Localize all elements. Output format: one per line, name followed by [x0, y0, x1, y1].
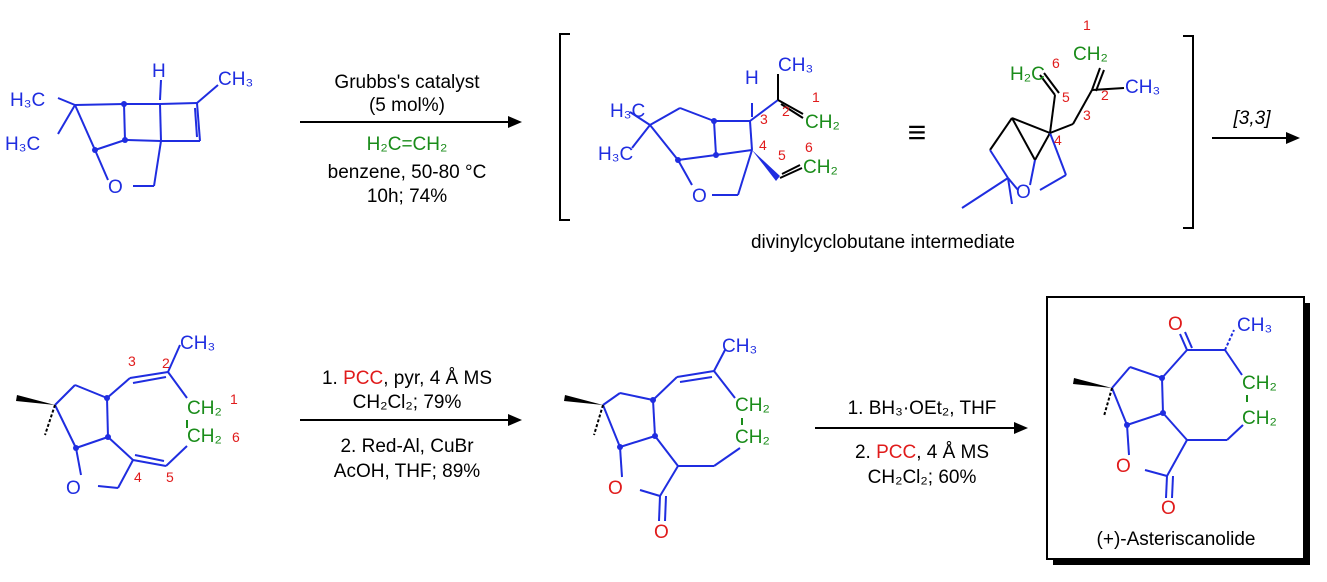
atom-ch2: CH₂	[805, 112, 840, 133]
intermediate-3d-conformer: O H₂C CH₂ CH₃ 1 2 3 4 5 6	[961, 17, 1160, 209]
atom-h3c: H₃C	[5, 134, 40, 155]
atom-o: O	[654, 522, 669, 543]
starting-material: H CH₃ H₃C H₃C O	[5, 61, 253, 198]
atom-h: H	[745, 68, 759, 89]
step2-rearrangement: [3,3]	[1212, 108, 1300, 144]
step3-line1-num: 1.	[322, 368, 343, 389]
atom-number-5: 5	[778, 147, 786, 163]
atom-number-2: 2	[1101, 87, 1109, 103]
step1-conditions: Grubbs's catalyst (5 mol%) H₂C=CH₂ benze…	[300, 72, 522, 207]
atom-number-1: 1	[230, 391, 238, 407]
atom-number-1: 1	[1083, 17, 1091, 33]
step3-line1-rest: , pyr, 4 Å MS	[383, 368, 492, 389]
atom-number-1: 1	[812, 89, 820, 105]
step3-line4: AcOH, THF; 89%	[334, 461, 481, 482]
atom-number-6: 6	[805, 139, 813, 155]
asteriscanolide: O CH₃ CH₂ CH₂ O O (+)-Asteriscanolide	[1073, 314, 1277, 550]
atom-h: H	[152, 61, 166, 82]
atom-ch2: CH₂	[1242, 408, 1277, 429]
atom-o: O	[1016, 182, 1031, 203]
step3-line2: CH₂Cl₂; 79%	[353, 392, 462, 413]
step4-line2-num: 2.	[855, 442, 876, 463]
atom-number-4: 4	[134, 469, 142, 485]
atom-o: O	[1116, 456, 1131, 477]
atom-ch2: CH₂	[1073, 44, 1108, 65]
atom-number-3: 3	[128, 353, 136, 369]
atom-o: O	[1161, 498, 1176, 519]
atom-ch2: CH₂	[803, 157, 838, 178]
lactone-intermediate: CH₃ CH₂ CH₂ O O	[564, 336, 770, 543]
atom-ch3: CH₃	[778, 55, 813, 76]
reagent-loading: (5 mol%)	[369, 95, 445, 116]
product-name: (+)-Asteriscanolide	[1097, 529, 1256, 550]
atom-ch3: CH₃	[722, 336, 757, 357]
atom-ch2: CH₂	[1242, 373, 1277, 394]
atom-ch2: CH₂	[735, 427, 770, 448]
divinylcyclobutane-intermediate: H H₃C H₃C O CH₃ CH₂ CH₂ 1 2 3 4 5 6	[598, 55, 840, 207]
atom-ch3: CH₃	[1237, 315, 1272, 336]
atom-number-6: 6	[1052, 55, 1060, 71]
reagent-grubbs: Grubbs's catalyst	[334, 72, 480, 93]
atom-o: O	[692, 186, 707, 207]
step3-conditions: 1. PCC, pyr, 4 Å MS CH₂Cl₂; 79% 2. Red-A…	[300, 368, 522, 482]
atom-number-3: 3	[1083, 107, 1091, 123]
atom-ch2: CH₂	[735, 395, 770, 416]
atom-number-4: 4	[759, 137, 767, 153]
atom-o: O	[108, 177, 123, 198]
atom-h3c: H₃C	[598, 144, 633, 165]
atom-number-3: 3	[760, 111, 768, 127]
condition-solvent: benzene, 50-80 °C	[328, 162, 487, 183]
atom-ch3: CH₃	[218, 69, 253, 90]
atom-ch3: CH₃	[1125, 77, 1160, 98]
atom-number-5: 5	[1062, 89, 1070, 105]
step4-line3: CH₂Cl₂; 60%	[868, 467, 977, 488]
atom-number-2: 2	[162, 355, 170, 371]
atom-number-2: 2	[782, 103, 790, 119]
reagent-pcc: PCC	[876, 442, 916, 463]
step4-line2-rest: , 4 Å MS	[916, 442, 989, 463]
condition-yield: 10h; 74%	[367, 186, 447, 207]
atom-o: O	[1168, 314, 1183, 335]
step4-conditions: 1. BH₃·OEt₂, THF 2. PCC, 4 Å MS CH₂Cl₂; …	[815, 398, 1028, 488]
step3-line3: 2. Red-Al, CuBr	[340, 436, 474, 457]
atom-h2c: H₂C	[1010, 64, 1045, 85]
atom-number-4: 4	[1054, 132, 1062, 148]
atom-ch2: CH₂	[187, 398, 222, 419]
atom-number-5: 5	[166, 469, 174, 485]
cyclooctadiene-product: CH₃ CH₂ CH₂ O 1 2 3 4 5 6	[16, 333, 240, 499]
reagent-pcc: PCC	[343, 368, 383, 389]
intermediate-brackets	[559, 33, 1194, 229]
atom-o: O	[608, 478, 623, 499]
atom-h3c: H₃C	[10, 90, 45, 111]
reagent-ethylene: H₂C=CH₂	[367, 134, 448, 155]
rearrangement-label: [3,3]	[1233, 108, 1272, 129]
atom-o: O	[66, 478, 81, 499]
step4-line1: 1. BH₃·OEt₂, THF	[848, 398, 997, 419]
atom-ch2: CH₂	[187, 426, 222, 447]
intermediate-caption: divinylcyclobutane intermediate	[751, 232, 1015, 253]
product-box	[1046, 296, 1310, 565]
atom-number-6: 6	[232, 429, 240, 445]
equivalence-sign: ≡	[908, 114, 927, 150]
atom-ch3: CH₃	[180, 333, 215, 354]
step3-line1: 1. PCC, pyr, 4 Å MS	[322, 368, 492, 389]
atom-h3c: H₃C	[610, 101, 645, 122]
step4-line2: 2. PCC, 4 Å MS	[855, 442, 989, 463]
